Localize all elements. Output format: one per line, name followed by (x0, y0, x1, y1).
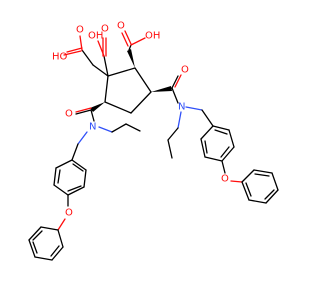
quaternary-hydroxyl-label: OH (88, 31, 103, 42)
right-benzene-ring (200, 125, 235, 162)
left-amide-group (75, 102, 105, 122)
left-phenyl-ring (28, 226, 64, 261)
right-ether-oxygen-label: O (221, 174, 229, 185)
right-ether-bond (221, 160, 226, 174)
acetic-acid-group (63, 35, 109, 77)
acetic-hydroxyl-label: HO (52, 52, 68, 63)
right-ether-bond-2 (230, 180, 243, 183)
right-propyl-chain (167, 111, 182, 159)
c2-carbonyl-oxygen-label: O (117, 21, 125, 32)
molecule-structure: HO O OH O OH O O N (28, 21, 279, 261)
right-benzyl-linker (185, 106, 214, 127)
left-propyl-chain (98, 123, 141, 133)
acetic-carbonyl-oxygen-label: O (76, 25, 84, 36)
cyclopentane-ring (104, 67, 152, 114)
left-benzene-ring (53, 159, 87, 196)
right-amide-oxygen-label: O (181, 65, 189, 76)
quaternary-carbonyl-oxygen-label: O (101, 24, 109, 35)
right-amide-nitrogen-label: N (178, 102, 185, 113)
quaternary-carboxyl-group (97, 37, 109, 77)
left-amide-oxygen-label: O (65, 109, 73, 120)
c2-hydroxyl-label: OH (145, 31, 160, 42)
skeletal-formula: HO O OH O OH O O N (28, 21, 279, 261)
c2-carboxyl-group (121, 30, 146, 68)
right-amide-group (151, 74, 182, 104)
left-ether-oxygen-label: O (65, 208, 73, 219)
left-amide-nitrogen-label: N (89, 122, 96, 133)
right-phenyl-ring (241, 169, 279, 204)
left-ether-bond-2 (57, 218, 66, 231)
left-benzyl-linker (71, 131, 88, 161)
